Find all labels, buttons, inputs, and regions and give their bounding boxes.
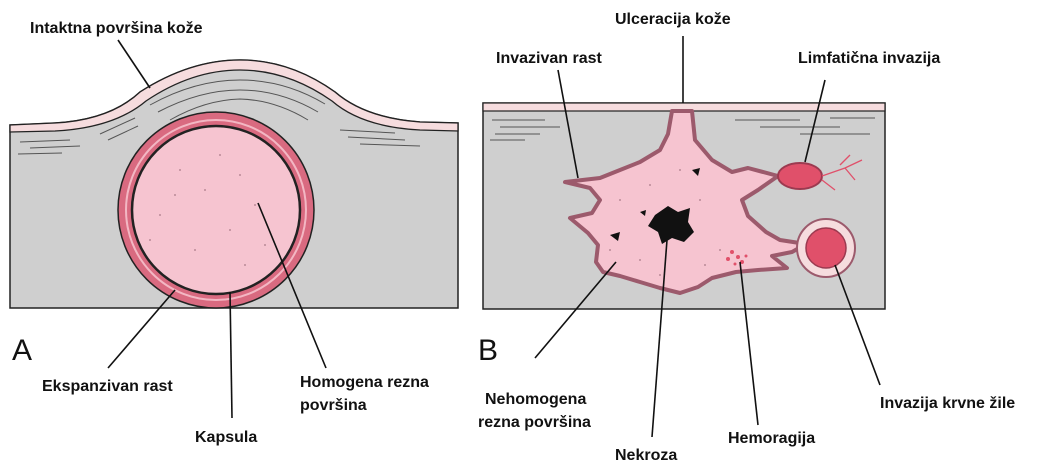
lymphatic-vessel-icon	[778, 163, 822, 189]
label-heterogeneous-surface-line1: Nehomogena	[485, 391, 586, 408]
panel-a-tumor-homogeneous	[132, 126, 300, 294]
panel-a: A Intaktna površina kože Ekspanzivan ras…	[10, 20, 458, 446]
label-necrosis: Nekroza	[615, 447, 677, 464]
label-lymphatic-invasion: Limfatična invazija	[798, 50, 940, 67]
label-blood-vessel-invasion: Invazija krvne žile	[880, 395, 1015, 412]
panel-b: B Ulceracija kože Invazivan rast Limfati…	[478, 11, 1015, 464]
label-homogeneous-surface-line1: Homogena rezna	[300, 374, 429, 391]
label-heterogeneous-surface-line2: rezna površina	[478, 414, 591, 431]
label-hemorrhage: Hemoragija	[728, 430, 815, 447]
label-homogeneous-surface-line2: površina	[300, 397, 367, 414]
blood-vessel-lumen-icon	[806, 228, 846, 268]
label-ulceration: Ulceracija kože	[615, 11, 731, 28]
label-expansive-growth: Ekspanzivan rast	[42, 378, 173, 395]
panel-a-letter: A	[12, 334, 32, 367]
panel-b-letter: B	[478, 334, 498, 367]
label-invasive-growth: Invazivan rast	[496, 50, 603, 67]
label-capsule: Kapsula	[195, 429, 257, 446]
label-skin-surface: Intaktna površina kože	[30, 20, 203, 37]
leader-skin-surface	[118, 40, 150, 88]
leader-capsule	[230, 292, 232, 418]
